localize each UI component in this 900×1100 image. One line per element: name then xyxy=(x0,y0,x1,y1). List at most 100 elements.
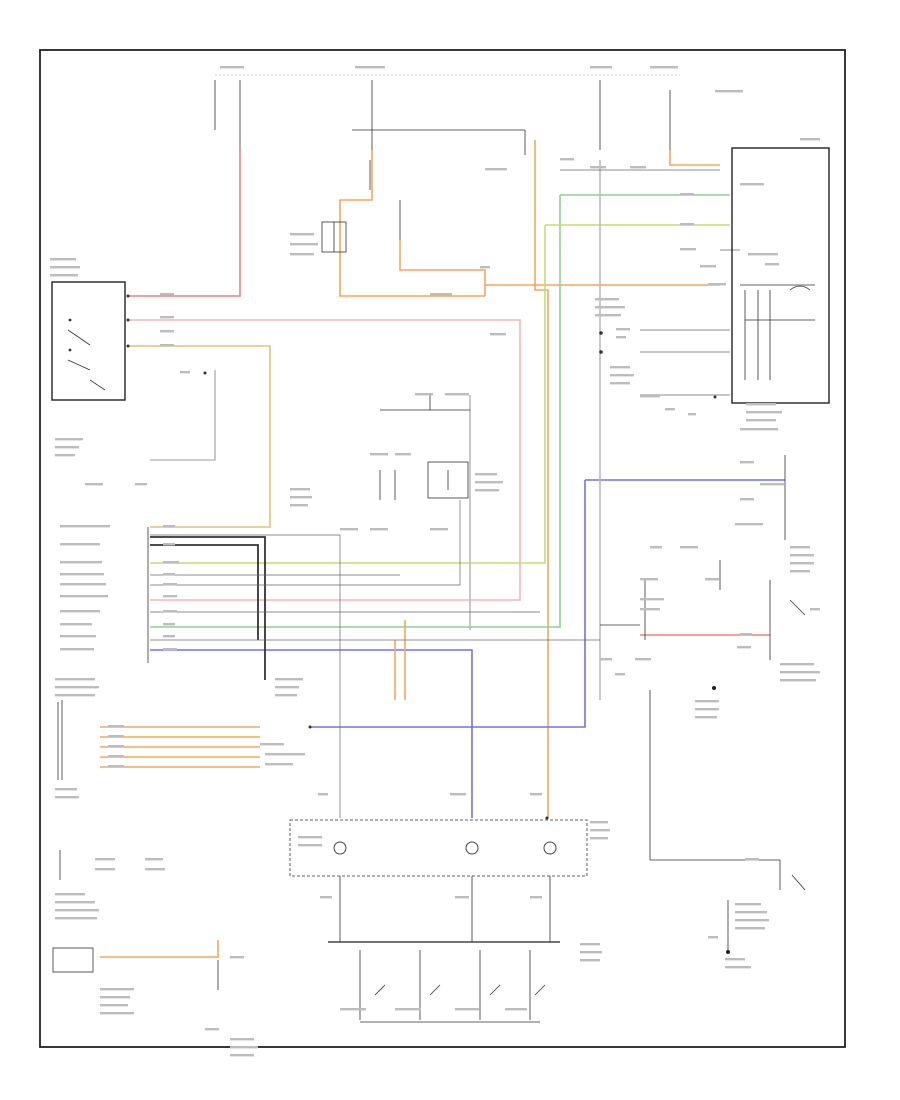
illegible-label-58 xyxy=(100,988,134,991)
illegible-label-161 xyxy=(505,1008,527,1011)
illegible-label-57 xyxy=(230,956,244,959)
illegible-label-87 xyxy=(445,393,469,396)
illegible-label-141 xyxy=(695,700,719,703)
illegible-label-11 xyxy=(50,258,76,261)
illegible-label-109 xyxy=(680,248,696,251)
right-switch-area xyxy=(600,455,806,660)
illegible-label-24 xyxy=(60,595,108,598)
illegible-label-51 xyxy=(95,868,115,871)
illegible-label-49 xyxy=(95,858,115,861)
illegible-label-77 xyxy=(290,488,310,491)
illegible-label-144 xyxy=(318,793,328,796)
illegible-label-84 xyxy=(475,481,503,484)
wire-yellow_green-11 xyxy=(150,225,546,564)
illegible-label-156 xyxy=(580,951,602,954)
illegible-label-108 xyxy=(680,223,694,226)
illegible-label-75 xyxy=(370,453,388,456)
illegible-label-39 xyxy=(55,678,95,681)
illegible-label-44 xyxy=(108,745,124,748)
right-connector-block xyxy=(731,147,830,404)
illegible-label-82 xyxy=(430,528,448,531)
illegible-label-80 xyxy=(340,528,358,531)
illegible-label-40 xyxy=(55,686,99,689)
wire-orange-1 xyxy=(339,150,485,297)
illegible-label-95 xyxy=(616,328,630,331)
wire-orange-16 xyxy=(100,940,219,958)
illegible-label-168 xyxy=(725,958,745,961)
illegible-label-78 xyxy=(290,496,312,499)
illegible-label-96 xyxy=(616,336,626,339)
upper-center-relay xyxy=(321,160,401,253)
illegible-label-166 xyxy=(735,927,765,930)
illegible-label-63 xyxy=(230,1038,254,1041)
illegible-label-159 xyxy=(395,1008,421,1011)
illegible-label-155 xyxy=(580,943,600,946)
illegible-label-143 xyxy=(695,716,717,719)
illegible-label-86 xyxy=(415,393,433,396)
illegible-label-93 xyxy=(595,306,625,309)
illegible-label-140 xyxy=(615,673,625,676)
illegible-label-150 xyxy=(298,836,322,839)
illegible-label-76 xyxy=(395,453,411,456)
illegible-label-3 xyxy=(650,66,678,69)
illegible-label-136 xyxy=(780,671,820,674)
illegible-label-88 xyxy=(485,168,507,171)
illegible-label-56 xyxy=(55,917,97,920)
illegible-label-160 xyxy=(455,1008,479,1011)
illegible-label-106 xyxy=(740,428,778,431)
wire-blue-14 xyxy=(150,649,473,818)
illegible-label-22 xyxy=(60,573,104,576)
illegible-label-164 xyxy=(735,911,767,914)
illegible-label-165 xyxy=(735,919,769,922)
illegible-label-59 xyxy=(100,996,130,999)
wire-thin-2 xyxy=(150,500,461,586)
bottom-right-switch xyxy=(649,686,806,954)
illegible-label-72 xyxy=(290,233,314,236)
illegible-label-70 xyxy=(265,753,305,756)
illegible-label-45 xyxy=(108,755,124,758)
illegible-label-118 xyxy=(740,461,754,464)
illegible-label-91 xyxy=(480,266,490,269)
illegible-label-30 xyxy=(163,543,175,546)
connector-dots xyxy=(126,294,717,820)
illegible-label-111 xyxy=(748,253,778,256)
illegible-label-169 xyxy=(725,966,751,969)
center-mid-relays xyxy=(379,395,470,500)
illegible-label-113 xyxy=(700,265,716,268)
illegible-label-148 xyxy=(590,829,610,832)
illegible-label-60 xyxy=(100,1004,128,1007)
illegible-label-97 xyxy=(610,366,630,369)
illegible-label-1 xyxy=(355,66,385,69)
wire-pink-5 xyxy=(128,319,521,601)
illegible-label-10 xyxy=(180,371,190,374)
illegible-label-135 xyxy=(780,663,814,666)
wire-thin-0 xyxy=(150,534,341,818)
illegible-label-85 xyxy=(475,489,499,492)
illegible-label-74 xyxy=(290,253,314,256)
illegible-label-14 xyxy=(55,438,83,441)
illegible-label-142 xyxy=(695,708,719,711)
illegible-label-41 xyxy=(55,694,95,697)
illegible-label-18 xyxy=(135,483,147,486)
wire-orange-4 xyxy=(669,150,720,166)
illegible-label-123 xyxy=(680,546,698,549)
illegible-label-117 xyxy=(630,166,646,169)
left-relay-module xyxy=(51,281,126,401)
illegible-label-79 xyxy=(290,504,308,507)
illegible-label-151 xyxy=(298,844,322,847)
illegible-label-13 xyxy=(50,274,78,277)
illegible-label-31 xyxy=(163,561,179,564)
illegible-label-52 xyxy=(145,868,165,871)
illegible-label-133 xyxy=(740,633,752,636)
illegible-label-47 xyxy=(55,788,77,791)
illegible-label-71 xyxy=(265,763,293,766)
illegible-label-163 xyxy=(735,903,761,906)
illegible-label-103 xyxy=(746,403,776,406)
illegible-label-125 xyxy=(705,578,719,581)
illegible-label-99 xyxy=(610,382,630,385)
illegible-label-33 xyxy=(163,583,177,586)
illegible-label-134 xyxy=(737,646,751,649)
illegible-label-138 xyxy=(600,658,612,661)
illegible-label-132 xyxy=(810,608,820,611)
